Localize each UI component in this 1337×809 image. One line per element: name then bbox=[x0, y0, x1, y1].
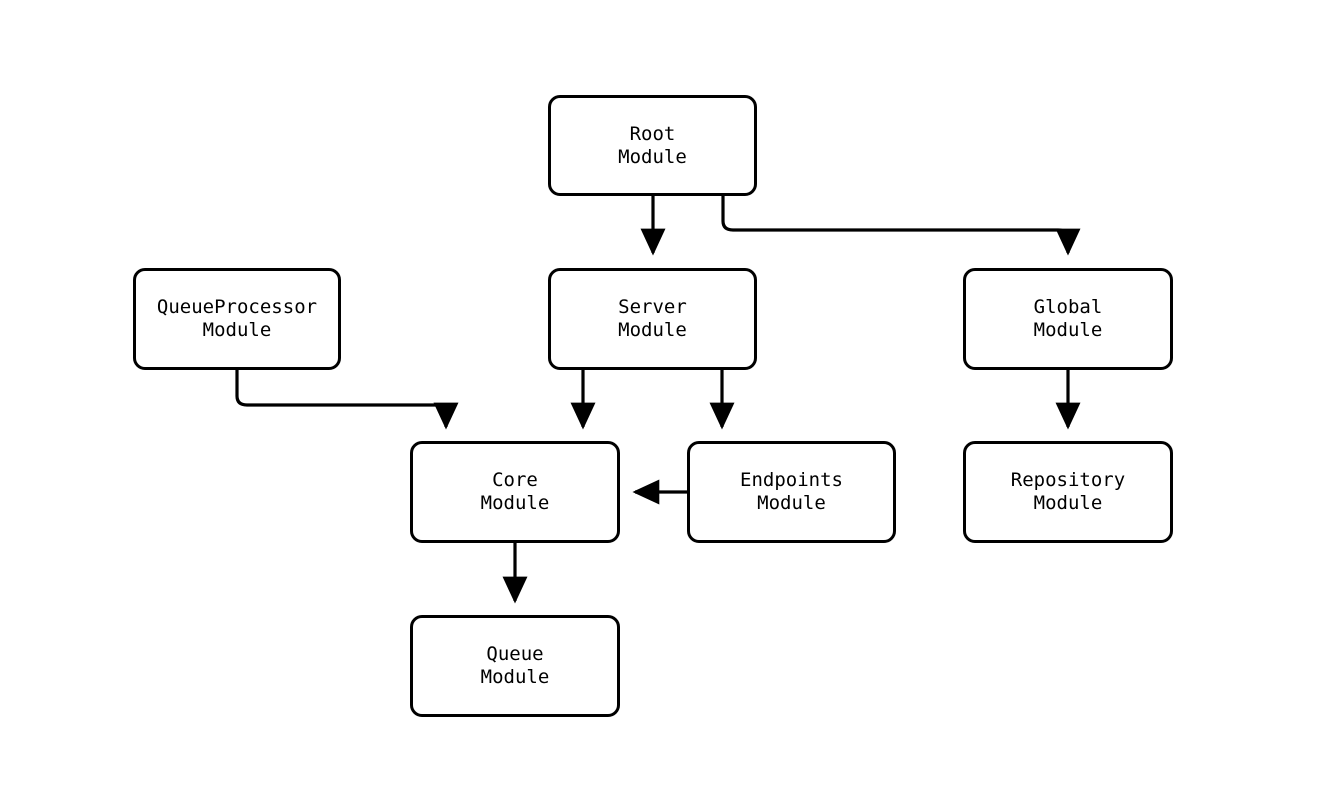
edge-root-global bbox=[721, 196, 1081, 256]
node-label-line1: QueueProcessor bbox=[156, 296, 318, 318]
node-label-line2: Module bbox=[618, 319, 687, 341]
node-root-module[interactable]: Root Module bbox=[548, 95, 757, 196]
node-label-line2: Module bbox=[1033, 319, 1103, 341]
node-server-module[interactable]: Server Module bbox=[548, 268, 757, 370]
node-label-line1: Root bbox=[629, 122, 676, 145]
node-endpoints-module[interactable]: Endpoints Module bbox=[687, 441, 896, 543]
node-core-module[interactable]: Core Module bbox=[410, 441, 620, 543]
node-global-module[interactable]: Global Module bbox=[963, 268, 1173, 370]
node-queueprocessor-module[interactable]: QueueProcessor Module bbox=[133, 268, 341, 370]
edge-queueprocessor-core bbox=[235, 370, 459, 430]
node-label-line2: Module bbox=[1033, 492, 1103, 514]
node-label-line2: Module bbox=[757, 492, 826, 514]
node-label-line2: Module bbox=[618, 145, 687, 168]
node-label-line1: Repository bbox=[1010, 469, 1126, 491]
node-label-line1: Endpoints bbox=[740, 469, 843, 491]
node-label-line1: Queue bbox=[486, 643, 544, 665]
node-label-line2: Module bbox=[480, 666, 550, 688]
node-label-line2: Module bbox=[480, 492, 550, 514]
node-label-line1: Server bbox=[618, 296, 687, 318]
node-label-line1: Core bbox=[492, 469, 538, 491]
node-queue-module[interactable]: Queue Module bbox=[410, 615, 620, 717]
node-label-line1: Global bbox=[1033, 296, 1103, 318]
node-label-line2: Module bbox=[202, 319, 272, 341]
node-repository-module[interactable]: Repository Module bbox=[963, 441, 1173, 543]
